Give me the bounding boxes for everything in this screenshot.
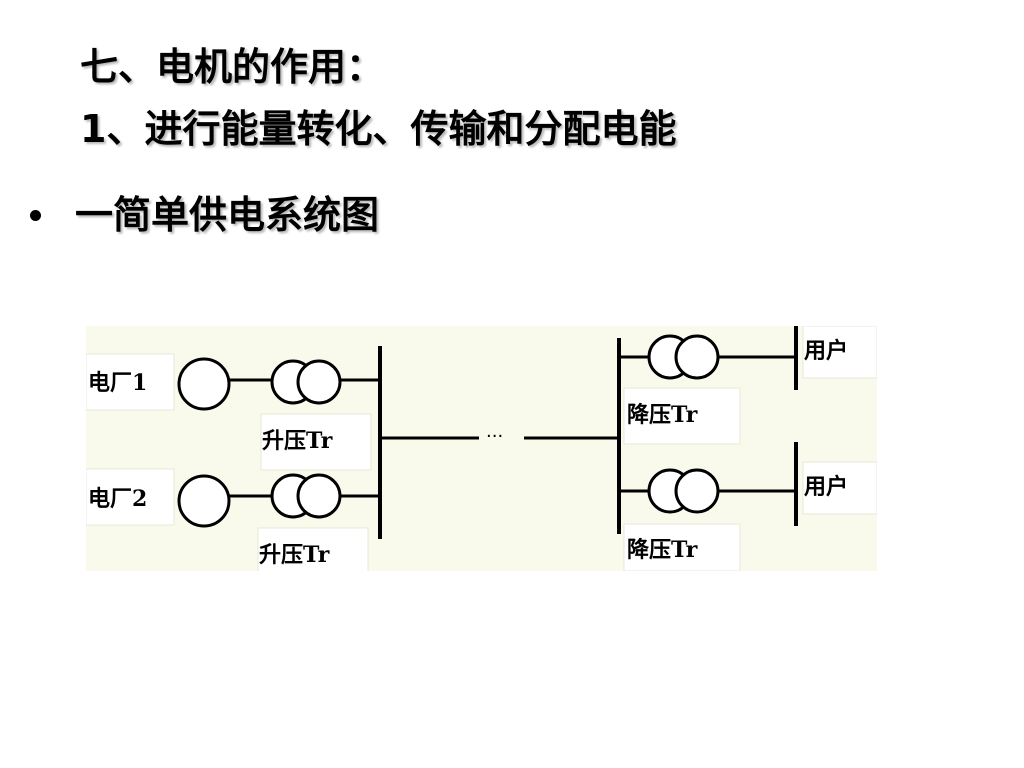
- step-down-2-label: 降压Tr: [627, 537, 698, 563]
- step-down-transformer-2-secondary-icon: [674, 468, 720, 514]
- plant-2-label-box: [86, 468, 175, 526]
- step-down-1-label-box: [623, 387, 741, 445]
- step-down-transformer-1-secondary-icon: [674, 334, 720, 380]
- user-2-label-box: [802, 461, 877, 515]
- generator-2-icon: [177, 474, 231, 528]
- power-supply-diagram: 电厂1 升压Tr 电厂2 升压Tr ···: [86, 326, 877, 571]
- step-up-1-label-box: [260, 413, 372, 471]
- step-up-transformer-2-secondary-icon: [296, 473, 342, 519]
- user-2-label: 用户: [804, 474, 848, 500]
- bullet-item: 一简单供电系统图: [30, 196, 379, 234]
- user-2-branch: 用户 降压Tr: [619, 442, 877, 571]
- user-1-label: 用户: [804, 338, 848, 364]
- plant-2-branch: 电厂2 升压Tr: [86, 468, 380, 571]
- user-1-branch: 用户 降压Tr: [619, 326, 877, 445]
- step-down-1-label: 降压Tr: [627, 402, 698, 428]
- step-up-2-label-box: [257, 527, 369, 571]
- slide-title-line-2: 1、进行能量转化、传输和分配电能: [80, 107, 677, 151]
- step-up-1-label: 升压Tr: [262, 428, 333, 454]
- user-1-label-box: [802, 326, 877, 379]
- plant-2-label: 电厂2: [88, 486, 147, 512]
- plant-1-label-box: [86, 353, 175, 411]
- step-up-transformer-1-secondary-icon: [296, 359, 342, 405]
- plant-1-branch: 电厂1 升压Tr: [86, 353, 380, 471]
- generator-1-icon: [177, 357, 231, 411]
- step-up-2-label: 升压Tr: [259, 542, 330, 568]
- plant-1-label: 电厂1: [88, 370, 147, 396]
- power-supply-diagram-svg: 电厂1 升压Tr 电厂2 升压Tr ···: [86, 326, 877, 571]
- slide-title-line-1: 七、电机的作用：: [80, 45, 385, 89]
- step-down-2-label-box: [623, 523, 741, 571]
- bullet-text: 一简单供电系统图: [75, 193, 380, 237]
- bullet-dot-icon: [30, 209, 41, 221]
- transmission-line-ellipsis: ···: [486, 426, 503, 447]
